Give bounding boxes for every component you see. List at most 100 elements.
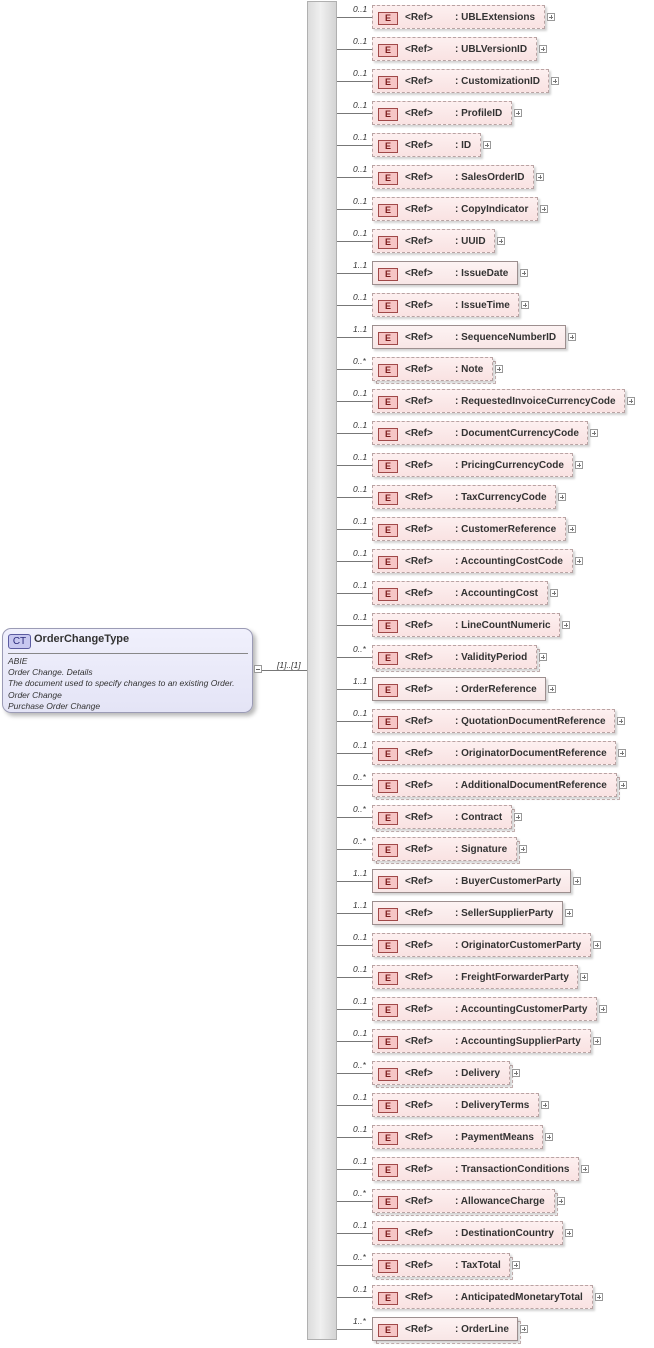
expand-toggle[interactable] [539,45,547,53]
complex-type-box[interactable]: CT OrderChangeType ABIE Order Change. De… [2,628,253,713]
element-name: : UBLVersionID [455,44,528,55]
expand-toggle[interactable] [557,1197,565,1205]
expand-toggle[interactable] [541,1101,549,1109]
row-connector [337,753,372,754]
element-box[interactable]: E<Ref>: RequestedInvoiceCurrencyCode [372,389,625,413]
element-box[interactable]: E<Ref>: UBLExtensions [372,5,545,29]
expand-toggle[interactable] [521,301,529,309]
element-box[interactable]: E<Ref>: Note [372,357,496,384]
element-cardinality: 0..1 [353,1284,368,1294]
expand-toggle[interactable] [497,237,505,245]
element-box[interactable]: E<Ref>: QuotationDocumentReference [372,709,615,733]
element-box[interactable]: E<Ref>: AccountingCostCode [372,549,573,573]
element-box[interactable]: E<Ref>: TaxTotal [372,1253,513,1280]
expand-toggle[interactable] [568,525,576,533]
expand-toggle[interactable] [565,909,573,917]
expand-toggle[interactable] [495,365,503,373]
element-box[interactable]: E<Ref>: FreightForwarderParty [372,965,578,989]
element-box[interactable]: E<Ref>: UBLVersionID [372,37,537,61]
expand-toggle[interactable] [550,589,558,597]
element-box[interactable]: E<Ref>: CustomerReference [372,517,566,541]
row-connector [337,657,372,658]
element-box[interactable]: E<Ref>: AllowanceCharge [372,1189,558,1216]
expand-toggle[interactable] [551,77,559,85]
element-box[interactable]: E<Ref>: AdditionalDocumentReference [372,773,620,800]
element-box[interactable]: E<Ref>: IssueDate [372,261,518,285]
expand-toggle[interactable] [595,1293,603,1301]
expand-toggle[interactable] [618,749,626,757]
element-name: : DestinationCountry [455,1228,554,1239]
expand-toggle[interactable] [558,493,566,501]
expand-toggle[interactable] [590,429,598,437]
element-box[interactable]: E<Ref>: IssueTime [372,293,519,317]
expand-toggle[interactable] [581,1165,589,1173]
element-box[interactable]: E<Ref>: Delivery [372,1061,513,1088]
element-box[interactable]: E<Ref>: OriginatorDocumentReference [372,741,616,765]
expand-toggle[interactable] [512,1261,520,1269]
row-connector [337,433,372,434]
element-box[interactable]: E<Ref>: OrderLine [372,1317,521,1344]
expand-toggle[interactable] [599,1005,607,1013]
element-box[interactable]: E<Ref>: SellerSupplierParty [372,901,563,925]
expand-toggle[interactable] [512,1069,520,1077]
element-box[interactable]: E<Ref>: OriginatorCustomerParty [372,933,591,957]
element-name: : DocumentCurrencyCode [455,428,579,439]
element-box[interactable]: E<Ref>: ValidityPeriod [372,645,540,672]
element-name: : Note [455,364,484,375]
expand-toggle[interactable] [520,269,528,277]
element-box[interactable]: E<Ref>: ProfileID [372,101,512,125]
expand-toggle[interactable] [627,397,635,405]
element-box[interactable]: E<Ref>: AccountingCost [372,581,548,605]
element-box[interactable]: E<Ref>: AnticipatedMonetaryTotal [372,1285,593,1309]
expand-toggle[interactable] [573,877,581,885]
element-box[interactable]: E<Ref>: OrderReference [372,677,546,701]
expand-toggle[interactable] [547,13,555,21]
expand-toggle[interactable] [539,653,547,661]
expand-toggle[interactable] [536,173,544,181]
expand-toggle[interactable] [520,1325,528,1333]
element-box[interactable]: E<Ref>: DocumentCurrencyCode [372,421,588,445]
expand-toggle[interactable] [575,557,583,565]
expand-toggle[interactable] [593,1037,601,1045]
expand-toggle[interactable] [483,141,491,149]
expand-toggle[interactable] [619,781,627,789]
element-box[interactable]: E<Ref>: ID [372,133,481,157]
element-box[interactable]: E<Ref>: AccountingSupplierParty [372,1029,591,1053]
element-badge: E [378,268,398,281]
element-box[interactable]: E<Ref>: CopyIndicator [372,197,538,221]
element-box[interactable]: E<Ref>: Contract [372,805,515,832]
complex-type-details: ABIE Order Change. Details The document … [8,656,234,712]
element-box[interactable]: E<Ref>: DeliveryTerms [372,1093,539,1117]
expand-toggle[interactable] [540,205,548,213]
element-box[interactable]: E<Ref>: LineCountNumeric [372,613,560,637]
element-box[interactable]: E<Ref>: DestinationCountry [372,1221,563,1245]
expand-toggle[interactable] [545,1133,553,1141]
element-box[interactable]: E<Ref>: Signature [372,837,520,864]
expand-toggle[interactable] [580,973,588,981]
element-box[interactable]: E<Ref>: CustomizationID [372,69,549,93]
expand-toggle[interactable] [617,717,625,725]
element-box[interactable]: E<Ref>: SequenceNumberID [372,325,566,349]
element-box[interactable]: E<Ref>: TransactionConditions [372,1157,579,1181]
element-name: : LineCountNumeric [455,620,551,631]
expand-toggle[interactable] [565,1229,573,1237]
expand-toggle[interactable] [514,109,522,117]
element-box[interactable]: E<Ref>: BuyerCustomerParty [372,869,571,893]
element-box[interactable]: E<Ref>: SalesOrderID [372,165,534,189]
collapse-toggle[interactable] [254,665,262,673]
element-box[interactable]: E<Ref>: PricingCurrencyCode [372,453,573,477]
element-box[interactable]: E<Ref>: TaxCurrencyCode [372,485,556,509]
expand-toggle[interactable] [514,813,522,821]
row-connector [337,81,372,82]
element-box[interactable]: E<Ref>: UUID [372,229,495,253]
element-box[interactable]: E<Ref>: PaymentMeans [372,1125,543,1149]
expand-toggle[interactable] [562,621,570,629]
expand-toggle[interactable] [568,333,576,341]
expand-toggle[interactable] [519,845,527,853]
expand-toggle[interactable] [575,461,583,469]
element-box[interactable]: E<Ref>: AccountingCustomerParty [372,997,597,1021]
expand-toggle[interactable] [593,941,601,949]
expand-toggle[interactable] [548,685,556,693]
